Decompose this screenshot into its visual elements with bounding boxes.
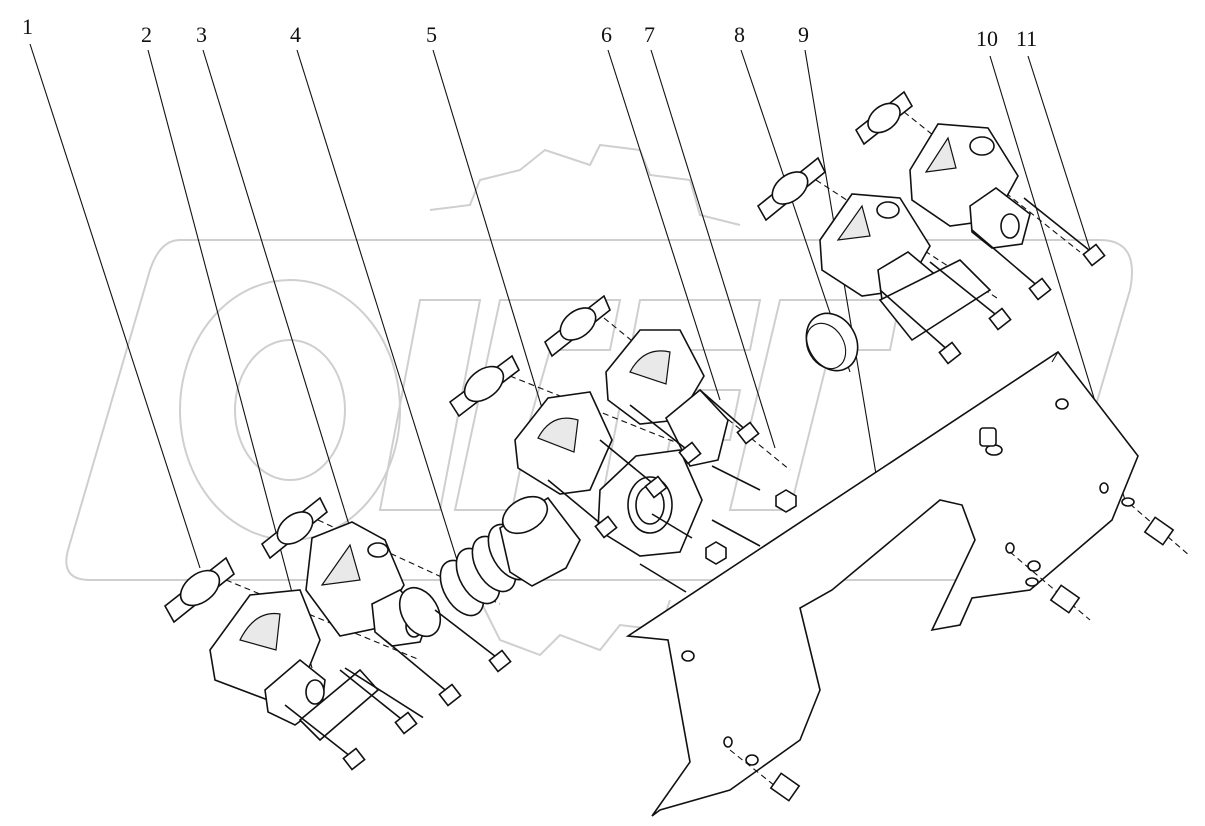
leader-line-3 [202,49,351,529]
callout-5: 5 [426,22,437,47]
callout-8: 8 [734,22,745,47]
leader-line-6 [607,49,721,401]
gaskets [163,90,914,624]
callout-2: 2 [141,22,152,47]
callout-6: 6 [601,22,612,47]
leader-line-1 [29,43,201,569]
callout-7: 7 [644,22,655,47]
callout-labels: 1 2 3 4 5 6 7 8 9 10 11 [22,14,1037,51]
leader-line-2 [147,49,313,669]
callout-9: 9 [798,22,809,47]
hex-nut-1 [705,541,727,565]
callout-3: 3 [196,22,207,47]
callout-4: 4 [290,22,301,47]
bolts-and-studs [284,197,1175,802]
heat-shield-bracket [625,350,1139,817]
hex-nut-2 [775,489,797,513]
exhaust-manifold-sections [209,123,1031,742]
callout-10: 10 [976,26,998,51]
connecting-sleeve [499,495,581,587]
leader-line-11 [1027,55,1093,257]
leader-line-7 [650,49,776,449]
leader-line-5 [432,49,546,419]
callout-11: 11 [1016,26,1037,51]
callout-1: 1 [22,14,33,39]
leader-line-4 [296,49,463,577]
